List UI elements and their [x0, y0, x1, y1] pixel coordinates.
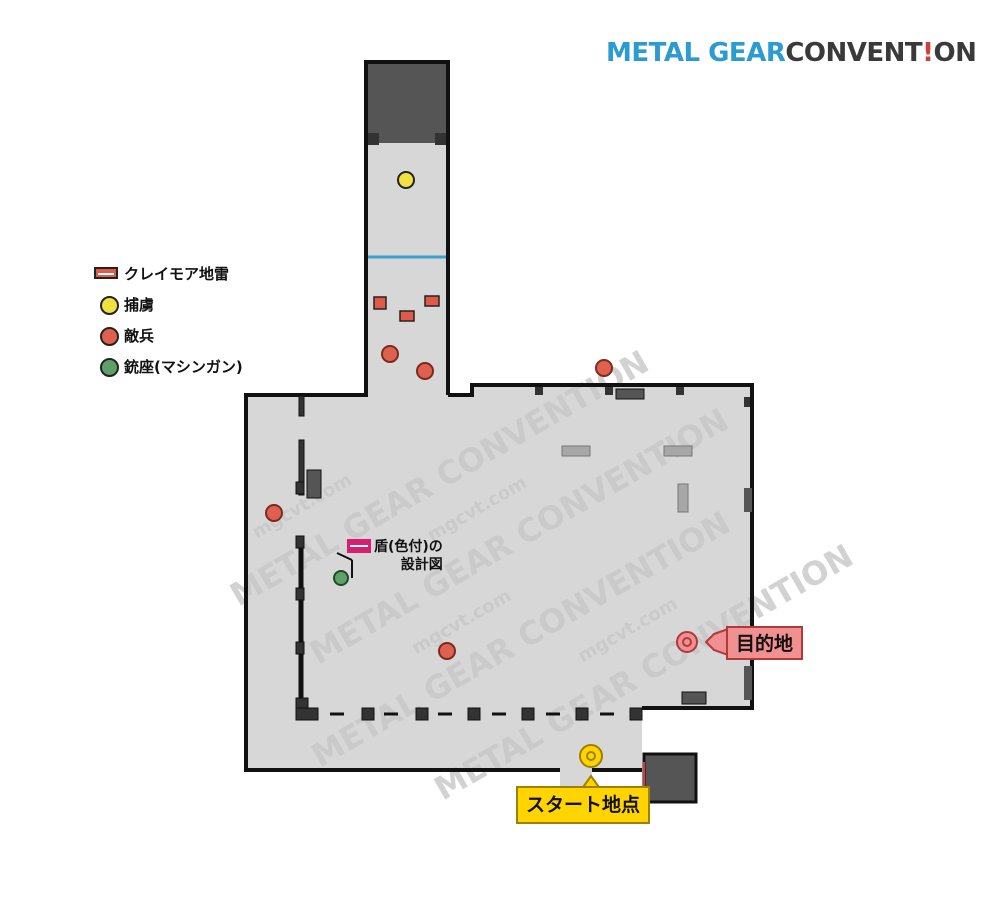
- enemy-icon: [595, 359, 613, 377]
- brand-logo: METAL GEARCONVENT!ON: [606, 38, 977, 68]
- claymore-icon: [94, 263, 124, 285]
- inner-walls: [295, 395, 643, 721]
- wall-posts: [535, 387, 752, 705]
- start-room-block: [642, 752, 698, 804]
- enemy-icon: [416, 362, 434, 380]
- gun-emplacement: [333, 552, 353, 586]
- legend-label: 捕虜: [124, 296, 155, 314]
- brand-part-on: ON: [933, 38, 977, 68]
- claymore-icon: [373, 296, 387, 310]
- claymore-icon: [424, 295, 440, 307]
- legend-label: 銃座(マシンガン): [124, 358, 243, 376]
- enemy-icon: [438, 642, 456, 660]
- legend-item-claymore: クレイモア地雷: [94, 258, 243, 289]
- destination-label: 目的地: [726, 626, 804, 660]
- enemy-icon: [381, 345, 399, 363]
- destination-marker: [676, 627, 729, 657]
- legend-label: 敵兵: [124, 327, 155, 345]
- legend-label: クレイモア地雷: [124, 265, 230, 283]
- walls: [244, 60, 754, 772]
- legend-item-enemy: 敵兵: [94, 320, 243, 351]
- brand-part-convent: CONVENT: [785, 38, 923, 68]
- enemy-icon: [265, 504, 283, 522]
- prisoner-icon: [397, 171, 415, 189]
- floor-area: [246, 62, 752, 798]
- shield-blueprint-label: 盾(色付)の 設計図: [374, 538, 443, 574]
- map-legend: クレイモア地雷 捕虜 敵兵 銃座(マシンガン): [94, 258, 243, 382]
- start-label: スタート地点: [516, 786, 651, 824]
- enemy-icon: [94, 325, 124, 347]
- claymore-icon: [399, 310, 415, 322]
- shield-blueprint-icon: [347, 539, 371, 553]
- brand-part-exclaim: !: [922, 38, 934, 68]
- crates: [561, 445, 693, 513]
- gun-icon: [333, 570, 349, 586]
- shield-label-line2: 設計図: [400, 557, 443, 573]
- gun-icon: [94, 356, 124, 378]
- claymore-mines: [373, 295, 440, 322]
- prisoner-icon: [94, 294, 124, 316]
- legend-item-prisoner: 捕虜: [94, 289, 243, 320]
- enemy-markers: [265, 345, 613, 660]
- legend-item-gun: 銃座(マシンガン): [94, 351, 243, 382]
- corridor-dark-block: [367, 63, 447, 145]
- brand-part-metal-gear: METAL GEAR: [606, 38, 786, 68]
- shield-label-line1: 盾(色付)の: [374, 539, 443, 555]
